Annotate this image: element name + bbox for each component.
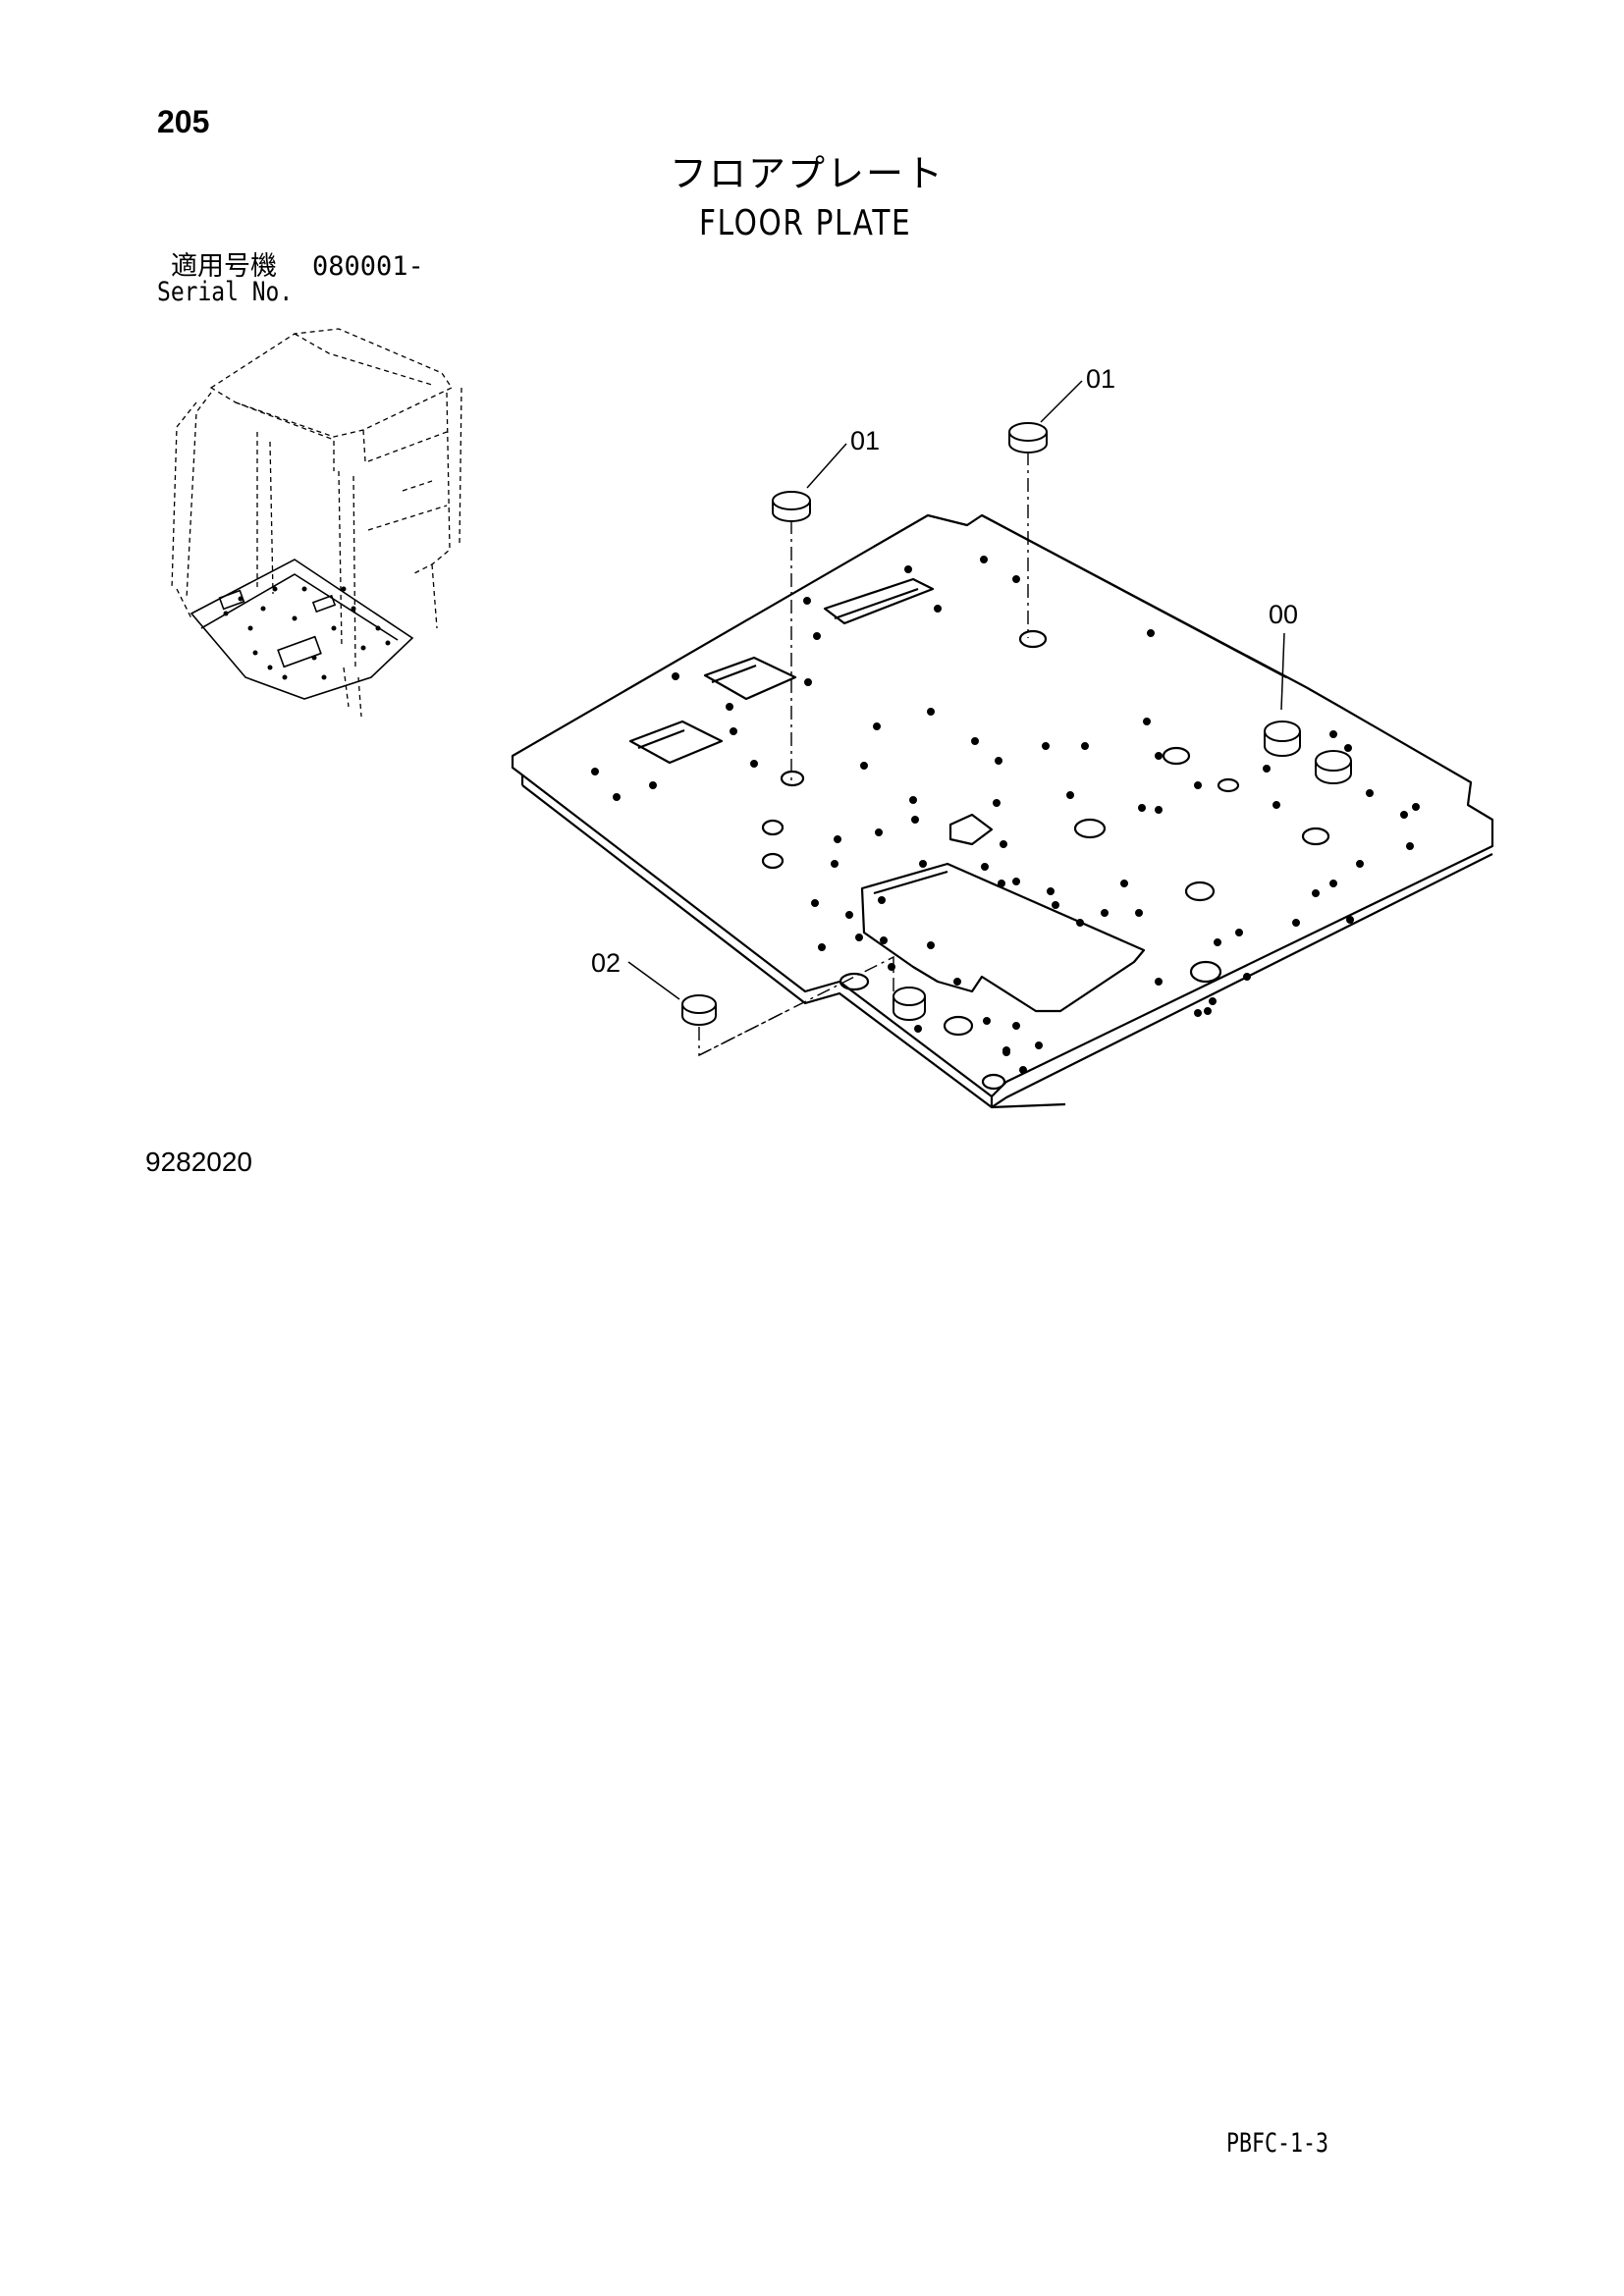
page-code: PBFC-1-3 [1226,2128,1329,2159]
serial-range: 080001- [312,251,424,282]
callout-cap-top-right: 01 [1086,364,1115,394]
floor-plate [511,513,1494,1109]
callout-plug-bottom: 02 [591,948,621,978]
title-english: FLOOR PLATE [699,203,912,243]
serial-label-english: Serial No. [157,277,294,307]
page-number: 205 [157,104,210,139]
callout-cap-top-left: 01 [850,426,880,455]
callout-floor-plate: 00 [1269,600,1298,629]
serial-label-japanese: 適用号機 [171,251,277,282]
title-japanese: フロアプレート [670,152,946,195]
drawing-number: 9282020 [145,1147,253,1177]
